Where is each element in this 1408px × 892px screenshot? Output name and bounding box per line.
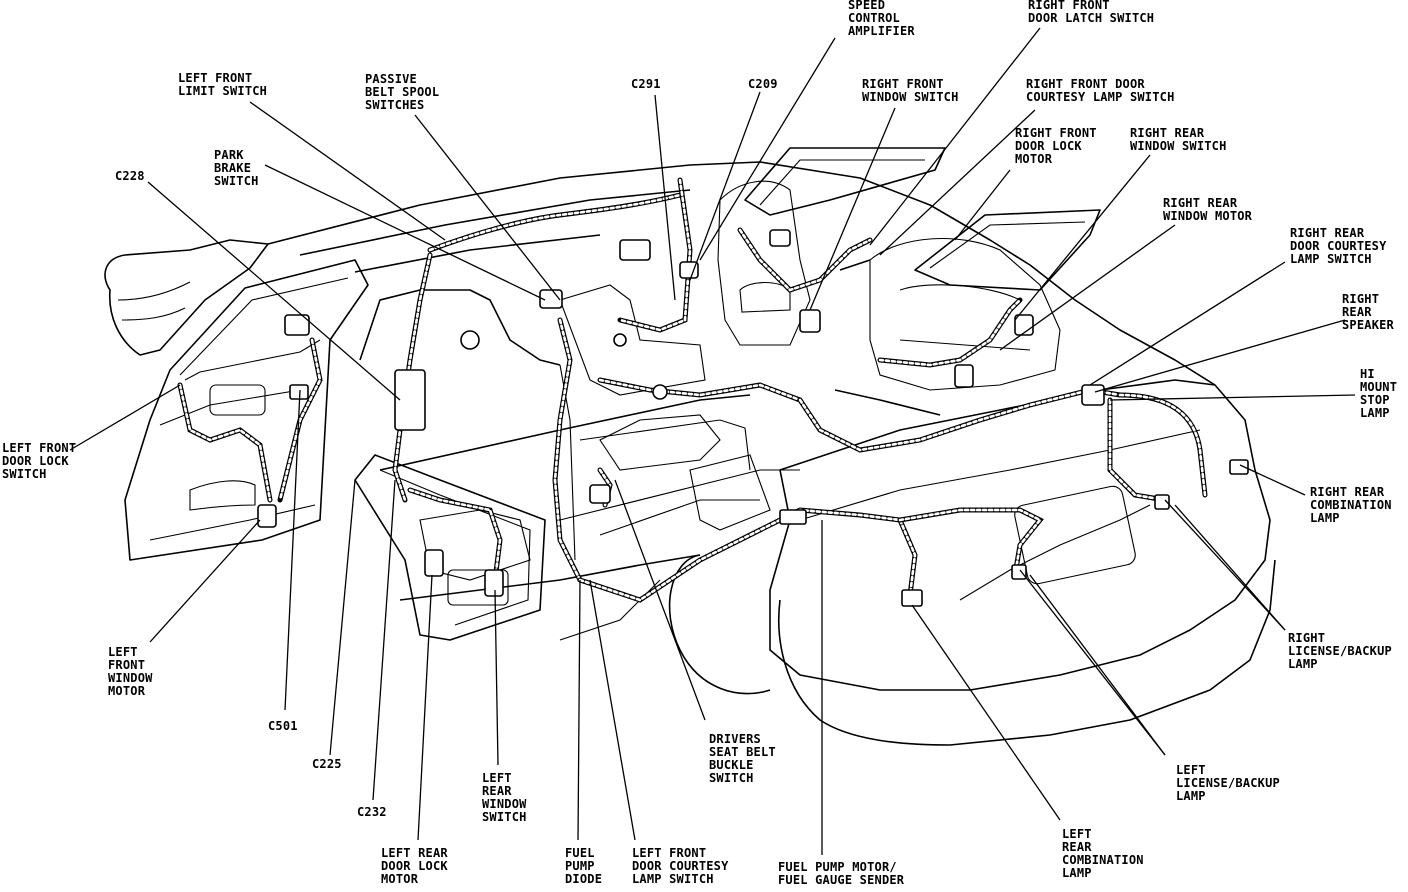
label-left-rear-door-lock-motor: LEFT REAR DOOR LOCK MOTOR (381, 846, 448, 886)
label-c209: C209 (748, 77, 778, 91)
c228-connector-block (394, 369, 426, 431)
label-drivers-seat-belt-buckle-switch: DRIVERS SEAT BELT BUCKLE SWITCH (709, 732, 776, 785)
roof-outline (267, 161, 1216, 386)
label-left-front-window-motor: LEFT FRONT WINDOW MOTOR (108, 645, 153, 698)
front-seat (559, 284, 706, 396)
label-left-rear-window-switch: LEFT REAR WINDOW SWITCH (482, 771, 527, 824)
label-right-front-door-courtesy-lamp-switch: RIGHT FRONT DOOR COURTESY LAMP SWITCH (1026, 77, 1175, 104)
label-hi-mount-stop-lamp: HI MOUNT STOP LAMP (1360, 367, 1398, 420)
label-park-brake-switch: PARK BRAKE SWITCH (214, 148, 259, 188)
label-passive-belt-spool-switches: PASSIVE BELT SPOOL SWITCHES (365, 72, 440, 112)
label-fuel-pump-motor-fuel-gauge-sender: FUEL PUMP MOTOR/ FUEL GAUGE SENDER (778, 860, 905, 887)
label-right-front-door-latch-switch: RIGHT FRONT DOOR LATCH SWITCH (1028, 0, 1155, 25)
door-lock-switch-component (284, 314, 310, 336)
leader-lines (69, 27, 1356, 855)
left-front-door (124, 259, 369, 561)
label-fuel-pump-diode: FUEL PUMP DIODE (565, 846, 603, 886)
left-rear-door (354, 454, 546, 641)
label-c501: C501 (268, 719, 298, 733)
label-right-rear-speaker: RIGHT REAR SPEAKER (1342, 292, 1394, 332)
trunk (769, 379, 1271, 691)
label-right-rear-combination-lamp: RIGHT REAR COMBINATION LAMP (1310, 485, 1392, 525)
right-rear-door (914, 209, 1101, 291)
label-c225: C225 (312, 757, 342, 771)
label-right-front-door-lock-motor: RIGHT FRONT DOOR LOCK MOTOR (1015, 126, 1097, 166)
rear-seat (869, 237, 1061, 391)
label-c232: C232 (357, 805, 387, 819)
label-right-front-window-switch: RIGHT FRONT WINDOW SWITCH (862, 77, 959, 104)
label-right-rear-window-motor: RIGHT REAR WINDOW MOTOR (1163, 196, 1253, 223)
label-c291: C291 (631, 77, 661, 91)
label-c228: C228 (115, 169, 145, 183)
window-motor-component (257, 504, 277, 528)
label-speed-control-amplifier: SPEED CONTROL AMPLIFIER (848, 0, 915, 38)
label-right-license-backup-lamp: RIGHT LICENSE/BACKUP LAMP (1288, 631, 1392, 671)
label-right-rear-window-switch: RIGHT REAR WINDOW SWITCH (1130, 126, 1227, 153)
label-left-front-limit-switch: LEFT FRONT LIMIT SWITCH (178, 71, 268, 98)
components (257, 229, 1249, 607)
hi-mount-stop-lamp-component (1081, 384, 1105, 406)
label-right-rear-door-courtesy-lamp-switch: RIGHT REAR DOOR COURTESY LAMP SWITCH (1290, 226, 1387, 266)
right-front-door (744, 147, 946, 216)
fuel-pump-sender-component (901, 589, 923, 607)
label-left-license-backup-lamp: LEFT LICENSE/BACKUP LAMP (1176, 763, 1280, 803)
label-left-front-door-lock-switch: LEFT FRONT DOOR LOCK SWITCH (2, 441, 77, 481)
front-bumper (104, 239, 269, 356)
label-left-rear-combination-lamp: LEFT REAR COMBINATION LAMP (1062, 827, 1144, 880)
label-left-front-door-lamp-switch: LEFT FRONT DOOR COURTESY LAMP SWITCH (632, 846, 729, 886)
wiring-harness (177, 177, 1208, 603)
speed-control-amplifier-component (619, 239, 651, 261)
